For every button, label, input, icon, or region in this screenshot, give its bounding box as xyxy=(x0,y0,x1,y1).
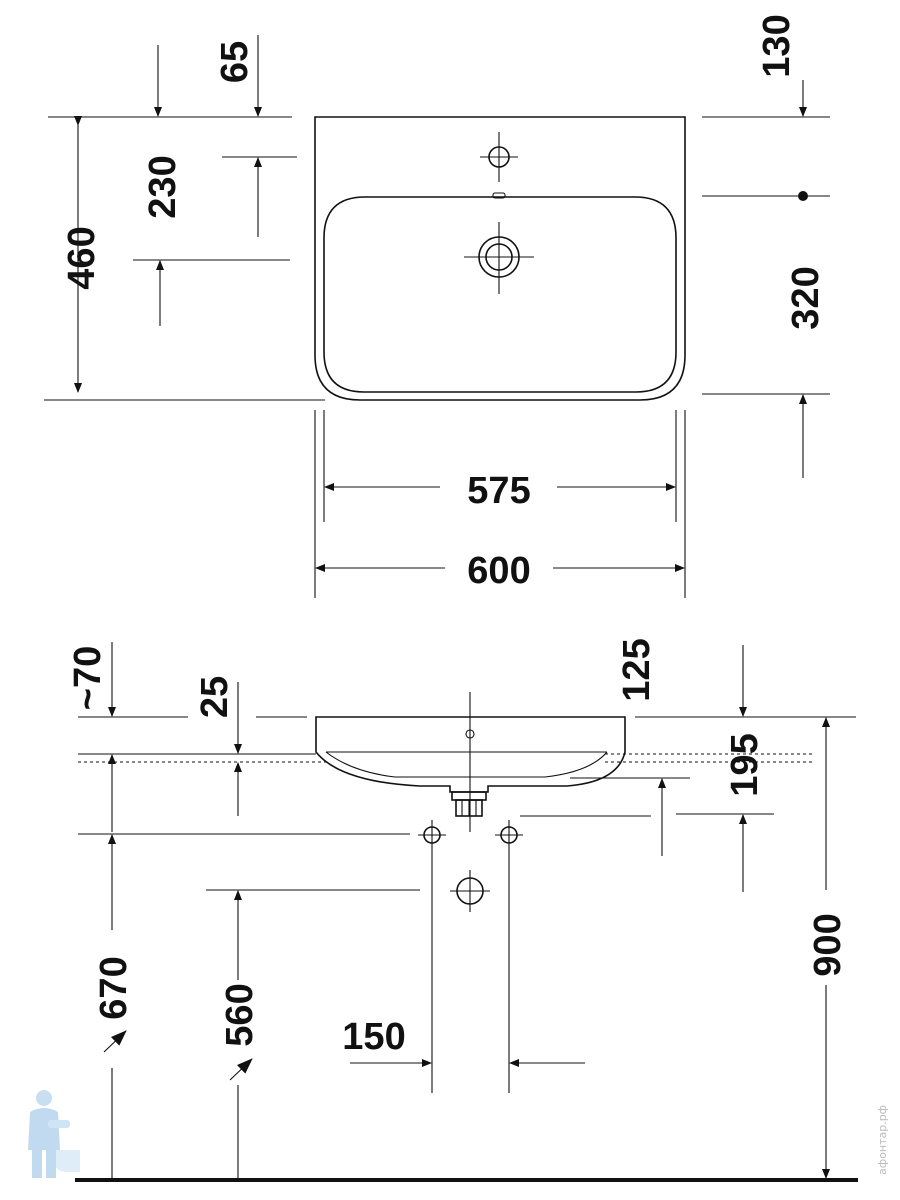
dim-label-320: 320 xyxy=(785,266,827,329)
dim-label-195: 195 xyxy=(724,733,766,796)
dim-label-150: 150 xyxy=(342,1016,405,1058)
dim-label-460: 460 xyxy=(61,226,103,289)
dim-label-125: 125 xyxy=(616,638,658,701)
water-connection-right xyxy=(495,820,523,1093)
top-view: 65 230 460 130 320 575 600 xyxy=(44,14,830,598)
side-view: ~70 25 125 195 670 560 900 150 xyxy=(67,638,858,1182)
basin-bowl xyxy=(323,196,677,393)
dim-label-900: 900 xyxy=(807,913,849,976)
drain xyxy=(464,222,534,294)
dim-label-70: ~70 xyxy=(67,646,109,710)
basin-outline xyxy=(314,116,686,401)
plumber-mascot-icon xyxy=(28,1090,80,1178)
overflow-slot xyxy=(492,192,506,199)
tap-hole xyxy=(480,132,518,182)
dim-label-600: 600 xyxy=(467,550,530,592)
dim-label-130: 130 xyxy=(756,14,798,77)
dim-label-65: 65 xyxy=(214,41,256,83)
dim-label-230: 230 xyxy=(142,155,184,218)
dim-label-670: 670 xyxy=(93,956,135,1019)
water-connection-left xyxy=(418,820,446,1093)
dim-label-575: 575 xyxy=(467,470,530,512)
dim-label-560: 560 xyxy=(219,983,261,1046)
dim-label-25: 25 xyxy=(194,676,236,718)
watermark-text: афонтар.рф xyxy=(876,1105,889,1175)
basin-profile xyxy=(315,716,626,793)
waste-fitting xyxy=(451,791,487,817)
waste-connection xyxy=(450,870,490,912)
